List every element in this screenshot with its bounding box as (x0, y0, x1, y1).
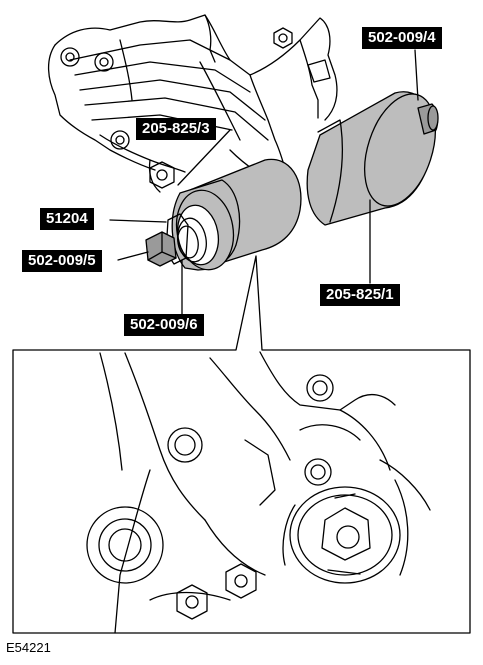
callout-51204: 51204 (40, 208, 94, 230)
bolt-upper-left-3 (110, 130, 130, 150)
bolt-detail-4 (225, 563, 257, 599)
detail-callout-connector (12, 255, 471, 634)
tool-502-009-6-sleeve (177, 217, 207, 263)
callout-205-825-3: 205-825/3 (136, 118, 216, 140)
bolt-upper-center (149, 161, 175, 189)
bolt-detail-3 (304, 458, 332, 486)
callout-502-009-4: 502-009/4 (362, 27, 442, 49)
bolt-upper-left-2 (94, 52, 114, 72)
crankshaft-pulley-locked (289, 486, 401, 584)
leader-lines-upper (109, 49, 419, 316)
bolt-detail-1 (306, 374, 334, 402)
engine-casting-upper (47, 14, 338, 193)
callout-205-825-1: 205-825/1 (320, 284, 400, 306)
bolt-detail-5 (176, 584, 208, 620)
engine-casting-detail (99, 351, 431, 634)
tool-502-009-4 (417, 103, 439, 135)
tool-205-825-3-body (171, 158, 302, 271)
figure-id: E54221 (6, 640, 51, 655)
bolt-upper-left-1 (60, 47, 80, 67)
callout-502-009-5: 502-009/5 (22, 250, 102, 272)
bearing-housing-left (86, 506, 164, 584)
callout-502-009-6: 502-009/6 (124, 314, 204, 336)
bolt-upper-right (273, 27, 293, 49)
tool-205-825-1-body (306, 91, 436, 226)
tool-502-009-5-hex (145, 231, 177, 267)
bolt-detail-2 (167, 427, 203, 463)
